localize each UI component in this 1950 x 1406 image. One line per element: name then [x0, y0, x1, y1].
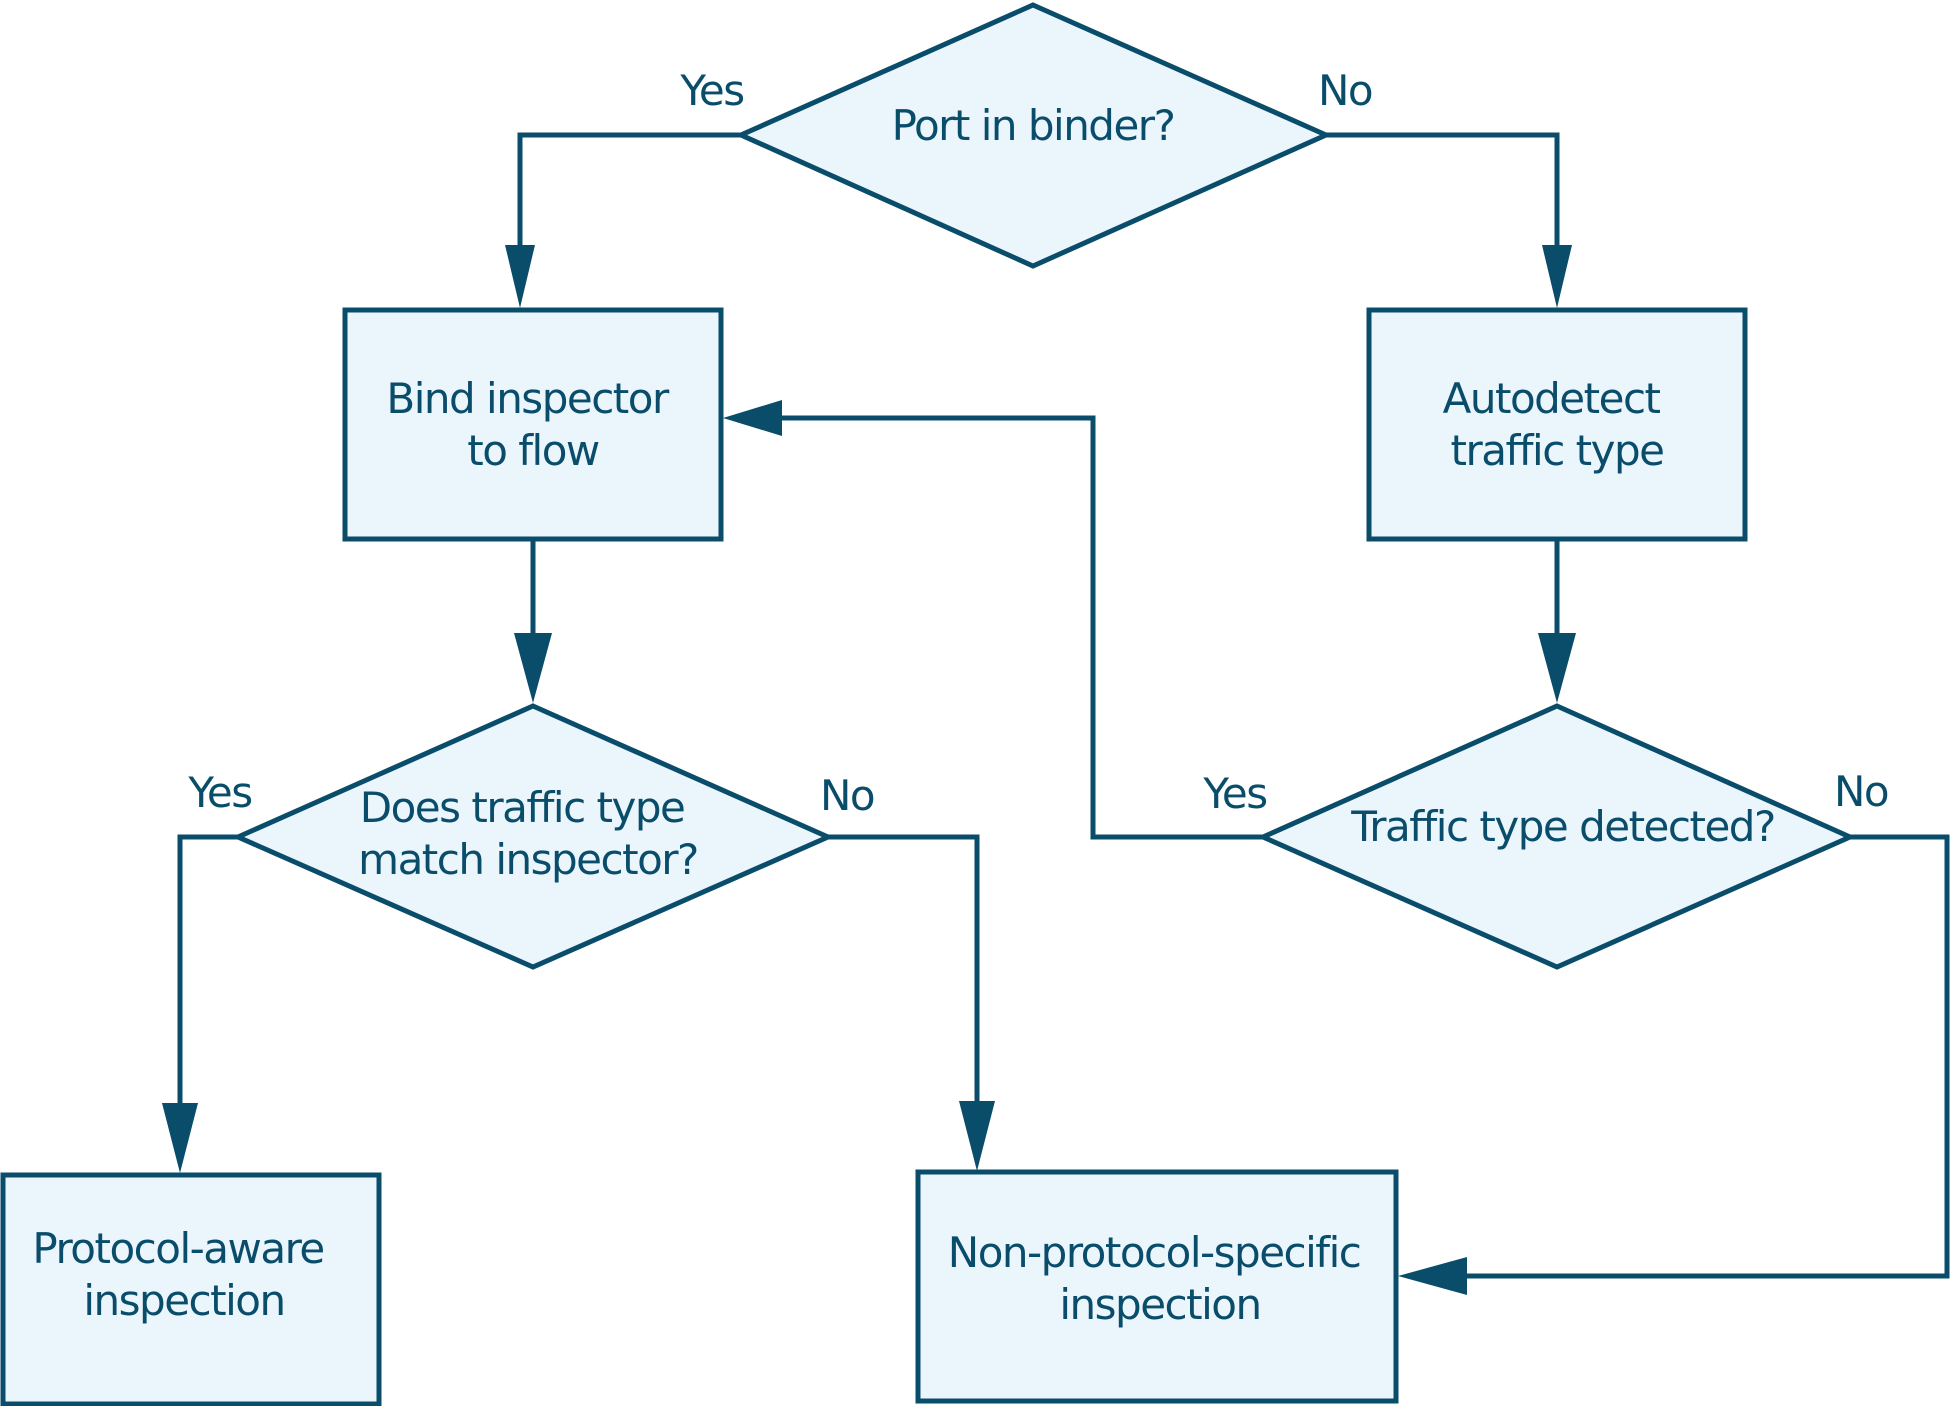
node-label-line: Protocol-aware — [32, 1224, 323, 1273]
edge-detected-yes-line — [775, 415, 1263, 840]
edge-match-yes-line — [177, 834, 238, 1110]
node-non-protocol: Non-protocol-specific inspection — [915, 1169, 1399, 1404]
edge-label-detected-yes: Yes — [1202, 769, 1266, 818]
edge-label-detected-no: No — [1834, 767, 1888, 816]
node-label-line: traffic type — [1451, 426, 1664, 475]
process-box — [0, 1172, 382, 1406]
edge-detected-no-arrowhead — [1398, 1257, 1467, 1295]
node-label: Protocol-aware inspection — [32, 1224, 335, 1325]
node-label-line: Autodetect — [1443, 374, 1661, 423]
node-label-line: Bind inspector — [386, 374, 670, 423]
node-label: Traffic type detected? — [1350, 802, 1775, 851]
node-label: Port in binder? — [892, 101, 1175, 150]
node-port-in-binder: Port in binder? — [734, 2, 1333, 269]
decision-diamond — [231, 703, 835, 970]
node-label-line: Port in binder? — [892, 101, 1175, 150]
node-bind-inspector: Bind inspector to flow — [342, 307, 724, 542]
node-label-line: Traffic type detected? — [1350, 802, 1775, 851]
node-label-line: inspection — [1059, 1280, 1260, 1329]
edge-match-no-arrowhead — [959, 1101, 995, 1171]
edge-detected-yes-arrowhead — [723, 400, 782, 436]
edge-bind-to-match-arrowhead — [514, 633, 552, 703]
edge-label-match-yes: Yes — [187, 768, 251, 817]
node-autodetect: Autodetect traffic type — [1366, 307, 1748, 542]
edge-match-yes-arrowhead — [162, 1103, 198, 1173]
decision-diamond — [734, 2, 1333, 269]
node-label: Autodetect traffic type — [1443, 374, 1672, 475]
edge-label-port-yes: Yes — [679, 66, 743, 115]
edge-port-no-line — [1326, 132, 1560, 252]
edge-label-match-no: No — [820, 771, 874, 820]
edge-label-port-no: No — [1318, 66, 1372, 115]
node-type-detected: Traffic type detected? — [1256, 703, 1857, 970]
process-box — [915, 1169, 1399, 1404]
decision-diamond — [1256, 703, 1857, 970]
node-label: Non-protocol-specific inspection — [948, 1228, 1372, 1329]
node-label: Bind inspector to flow — [386, 374, 679, 475]
process-box — [342, 307, 724, 542]
edge-autodetect-to-detected-arrowhead — [1538, 633, 1576, 703]
node-label-line: match inspector? — [358, 835, 698, 884]
branch-labels: Yes No Yes No Yes No — [187, 66, 1889, 820]
node-label-line: to flow — [467, 426, 599, 475]
process-box — [1366, 307, 1748, 542]
connectors — [162, 132, 1950, 1295]
node-protocol-aware: Protocol-aware inspection — [0, 1172, 382, 1406]
node-label-line: Does traffic type — [360, 783, 685, 832]
edge-port-yes-line — [517, 132, 741, 252]
node-label: Does traffic type match inspector? — [358, 783, 698, 884]
node-label-line: inspection — [83, 1276, 284, 1325]
edge-port-yes-arrowhead — [505, 245, 535, 308]
edge-detected-no-line — [1460, 834, 1950, 1279]
node-label-line: Non-protocol-specific — [948, 1228, 1361, 1277]
edge-port-no-arrowhead — [1542, 245, 1572, 308]
node-type-match: Does traffic type match inspector? — [231, 703, 835, 970]
edge-match-no-line — [828, 834, 980, 1108]
